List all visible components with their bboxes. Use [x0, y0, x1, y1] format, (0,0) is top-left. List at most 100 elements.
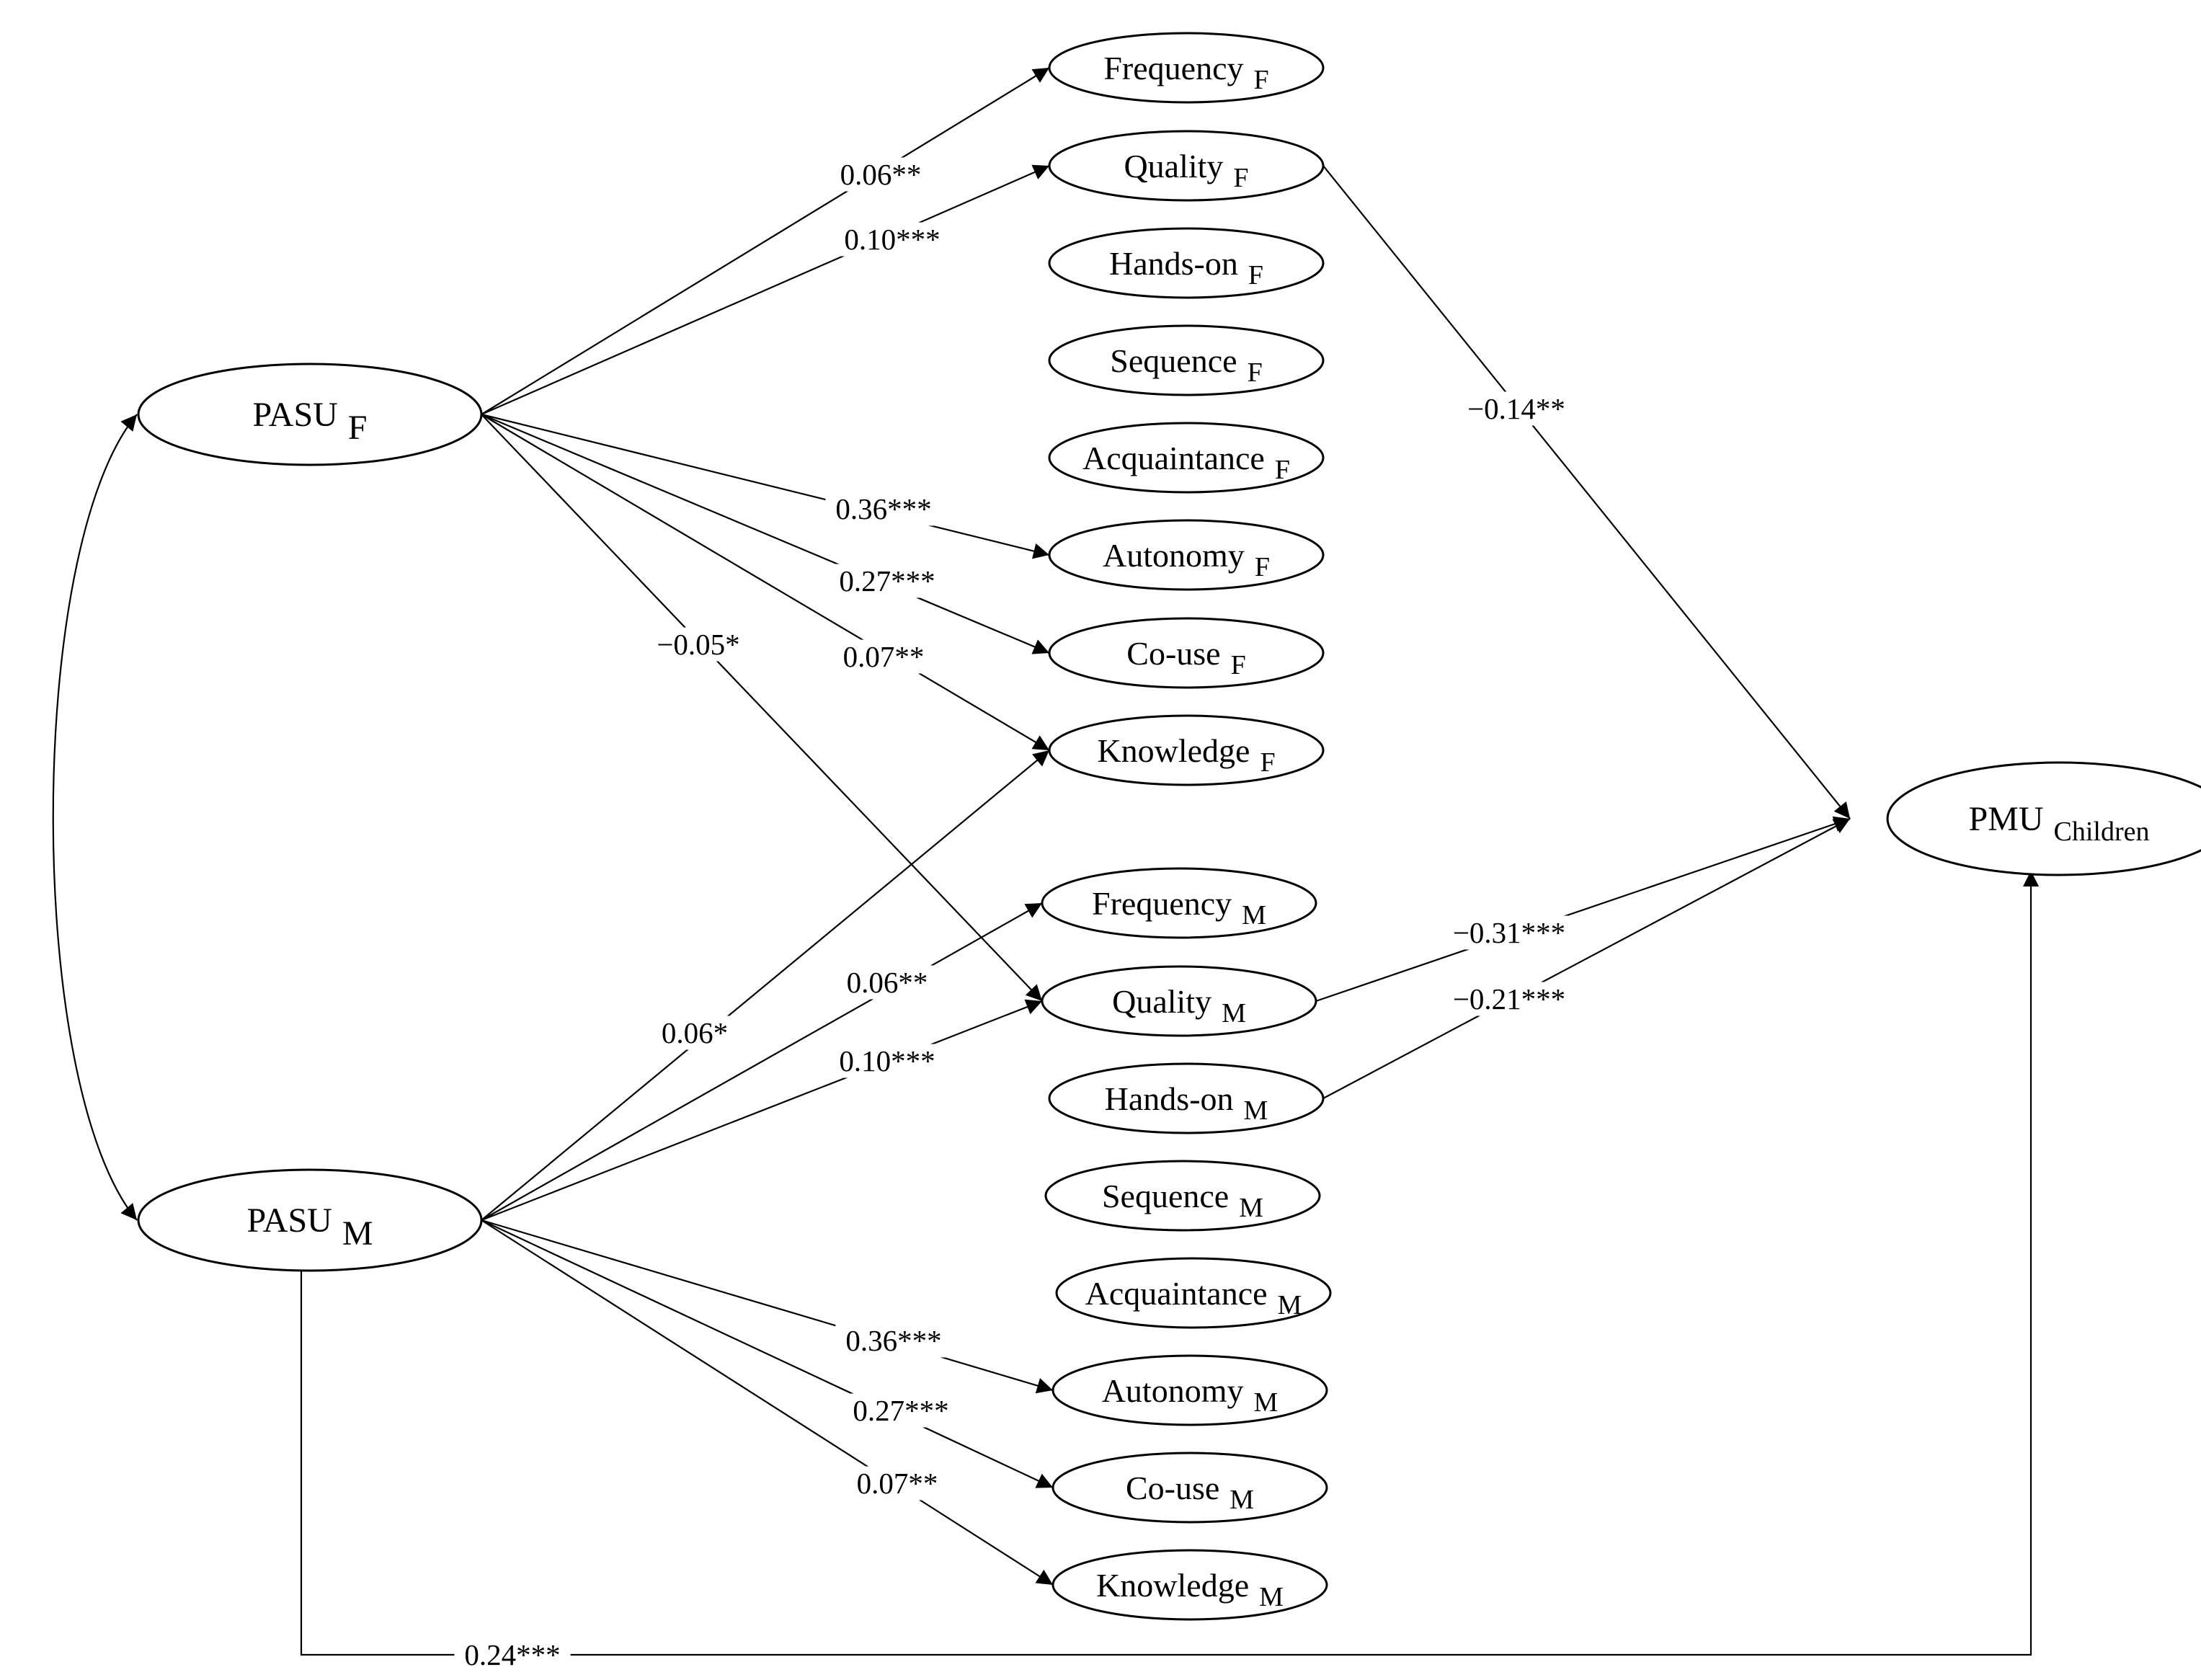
- edge-label-background: [833, 639, 934, 674]
- node-label-main: Quality: [1124, 148, 1223, 185]
- edge-pasu_f-pasu_m: [52, 414, 138, 1221]
- node-label-main: Frequency: [1092, 885, 1232, 922]
- node-label-main: Hands-on: [1105, 1080, 1234, 1117]
- node-ellipse: [1886, 761, 2201, 876]
- node-hands_m: Hands-on M: [1048, 1062, 1325, 1134]
- edge-pasu_f-couse_f: [481, 413, 1050, 654]
- node-label-subscript: F: [1248, 357, 1263, 388]
- edge-label-background: [1443, 915, 1575, 950]
- edge-label-pasu_f-qual_m: −0.05*: [657, 628, 739, 661]
- node-label-main: Quality: [1112, 983, 1211, 1020]
- edge-pasu_f-auto_f: [481, 413, 1050, 559]
- node-acq_f: Acquaintance F: [1048, 422, 1325, 494]
- node-ellipse: [1048, 1062, 1325, 1134]
- node-label-subscript: M: [1239, 1193, 1263, 1223]
- node-label-subscript: Children: [2054, 817, 2150, 847]
- node-label-subscript: F: [1231, 650, 1246, 680]
- node-ellipse: [1048, 227, 1325, 299]
- node-label-subscript: M: [1278, 1290, 1302, 1320]
- node-ellipse: [1048, 32, 1325, 104]
- node-label-subscript: M: [1259, 1582, 1284, 1612]
- node-label-subscript: F: [348, 409, 368, 447]
- edge-label-pasu_m-auto_m: 0.36***: [845, 1324, 941, 1357]
- node-label-main: Knowledge: [1096, 1567, 1249, 1604]
- node-hands_f: Hands-on F: [1048, 227, 1325, 299]
- node-label-main: Frequency: [1103, 50, 1243, 86]
- node-ellipse: [137, 1168, 483, 1272]
- edge-label-pasu_m-pmu: 0.24***: [464, 1638, 560, 1671]
- node-label-subscript: F: [1254, 65, 1269, 95]
- edge-label-background: [847, 1466, 948, 1501]
- edge-pasu_f-freq_f: [481, 67, 1050, 415]
- node-label-main: Co-use: [1126, 635, 1220, 672]
- node-couse_m: Co-use M: [1051, 1452, 1328, 1524]
- node-label-main: Acquaintance: [1082, 440, 1265, 476]
- edge-label-pasu_f-know_f: 0.07**: [843, 640, 925, 673]
- node-label-main: Sequence: [1110, 342, 1237, 379]
- node-ellipse: [1051, 1549, 1328, 1621]
- edge-label-background: [837, 965, 938, 1000]
- edge-label-pasu_f-freq_f: 0.06**: [840, 158, 922, 191]
- node-ellipse: [1048, 130, 1325, 202]
- node-know_m: Knowledge M: [1051, 1549, 1328, 1621]
- edge-pasu_m-freq_m: [481, 902, 1043, 1221]
- edge-label-background: [830, 157, 931, 192]
- node-label: Hands-on F: [1109, 245, 1263, 291]
- node-ellipse: [1048, 422, 1325, 494]
- edge-label-pasu_f-auto_f: 0.36***: [835, 492, 931, 525]
- edge-label-pasu_m-know_m: 0.07**: [857, 1467, 938, 1500]
- node-label-main: Co-use: [1126, 1470, 1219, 1506]
- edge-label-pasu_m-freq_m: 0.06**: [847, 966, 928, 999]
- edge-label-background: [1458, 391, 1575, 426]
- edge-label-pasu_m-know_f: 0.06*: [662, 1016, 728, 1049]
- node-label: Co-use M: [1126, 1470, 1254, 1516]
- node-label-subscript: M: [1230, 1485, 1254, 1515]
- edge-qual_m-pmu: [1315, 816, 1851, 1003]
- node-ellipse: [1048, 617, 1325, 689]
- edge-label-background: [825, 492, 942, 526]
- node-label-subscript: F: [1275, 455, 1290, 485]
- node-label: Quality M: [1112, 983, 1246, 1029]
- node-label: Frequency F: [1103, 50, 1268, 96]
- edge-label-qual_m-pmu: −0.31***: [1453, 916, 1565, 949]
- node-ellipse: [1048, 324, 1325, 396]
- node-label-main: PASU: [247, 1201, 332, 1240]
- edge-label-background: [835, 1323, 952, 1358]
- node-freq_f: Frequency F: [1048, 32, 1325, 104]
- node-label-subscript: F: [1255, 552, 1270, 582]
- node-couse_f: Co-use F: [1048, 617, 1325, 689]
- node-ellipse: [1041, 867, 1317, 939]
- node-label-subscript: M: [1244, 1095, 1268, 1126]
- edge-label-background: [842, 1393, 959, 1428]
- edge-label-pasu_f-qual_f: 0.10***: [844, 223, 940, 256]
- node-label-subscript: M: [1253, 1387, 1278, 1418]
- edge-label-pasu_f-couse_f: 0.27***: [839, 564, 935, 597]
- node-label-main: Knowledge: [1097, 732, 1250, 769]
- node-label: Knowledge M: [1096, 1567, 1284, 1613]
- edge-pasu_m-couse_m: [481, 1219, 1054, 1488]
- node-seq_f: Sequence F: [1048, 324, 1325, 396]
- edge-pasu_f-qual_f: [481, 164, 1050, 416]
- node-label: Sequence F: [1110, 342, 1262, 388]
- node-ellipse: [1051, 1452, 1328, 1524]
- edge-label-background: [829, 1044, 946, 1078]
- edge-pasu_m-auto_m: [481, 1219, 1054, 1394]
- edge-label-pasu_m-couse_m: 0.27***: [853, 1394, 948, 1427]
- node-ellipse: [137, 363, 483, 466]
- node-ellipse: [1044, 1160, 1321, 1232]
- node-label-subscript: M: [1222, 998, 1246, 1028]
- node-label-subscript: F: [1248, 260, 1263, 290]
- node-label-main: Hands-on: [1109, 245, 1238, 282]
- edge-pasu_m-know_f: [481, 750, 1050, 1221]
